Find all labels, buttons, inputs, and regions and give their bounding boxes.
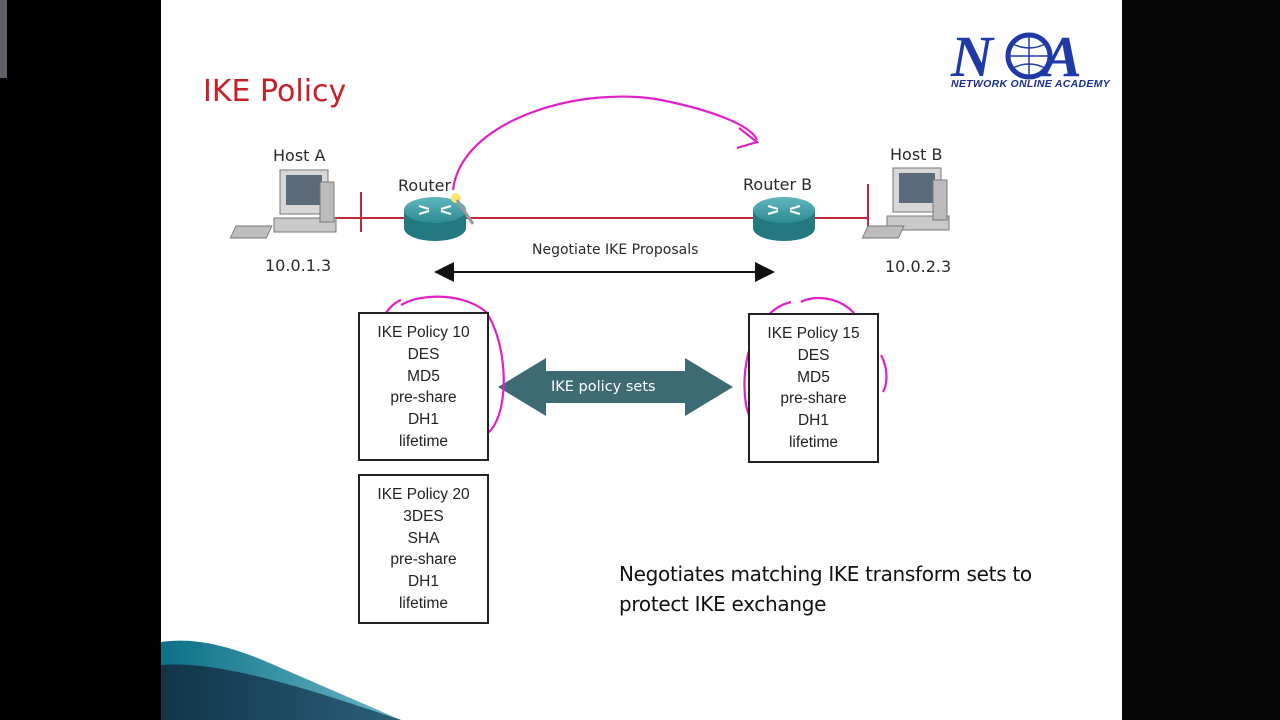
network-diagram xyxy=(229,95,950,451)
policy-line: DH1 xyxy=(407,573,439,591)
policy-name: IKE Policy 10 xyxy=(377,324,470,341)
network-links xyxy=(323,184,869,232)
slide-background-swoosh xyxy=(161,640,401,720)
policy-line: DH1 xyxy=(407,411,439,429)
policy-line: MD5 xyxy=(407,367,440,385)
window-scrollbar[interactable] xyxy=(0,0,7,78)
noa-logo: N A Network Online Academy xyxy=(947,24,1111,102)
router-b-icon xyxy=(753,197,815,241)
note-line-2: protect IKE exchange xyxy=(619,592,827,616)
ike-policy-sets-label: IKE policy sets xyxy=(551,379,656,395)
host-b-ip: 10.0.2.3 xyxy=(885,257,952,276)
policy-line: pre-share xyxy=(780,390,847,408)
logo-caption: Network Online Academy xyxy=(951,78,1111,90)
slide: IKE Policy N A Network Online Academy xyxy=(161,0,1122,720)
host-b-workstation-icon xyxy=(861,167,950,239)
router-a-icon xyxy=(404,197,466,241)
right-black-margin xyxy=(1122,0,1280,720)
svg-text:N: N xyxy=(950,24,995,84)
policy-box-15: IKE Policy 15 DES MD5 pre-share DH1 life… xyxy=(748,313,879,463)
policy-line: lifetime xyxy=(788,433,839,451)
host-a-ip: 10.0.1.3 xyxy=(265,256,332,275)
policy-line: lifetime xyxy=(398,594,449,612)
policy-box-20: IKE Policy 20 3DES SHA pre-share DH1 lif… xyxy=(358,474,489,624)
router-a-label: Router A xyxy=(398,176,456,195)
policy-line: DH1 xyxy=(797,412,829,430)
policy-name: IKE Policy 15 xyxy=(767,325,860,342)
summary-note: Negotiates matching IKE transform sets t… xyxy=(619,559,1032,619)
ike-policy-sets-arrow xyxy=(498,358,733,416)
policy-line: 3DES xyxy=(403,507,444,525)
note-line-1: Negotiates matching IKE transform sets t… xyxy=(619,562,1032,586)
policy-line: DES xyxy=(407,345,440,363)
noa-logo-mark: N A xyxy=(950,24,1082,89)
host-a-label: Host A xyxy=(273,146,326,165)
policy-name: IKE Policy 20 xyxy=(377,486,470,503)
host-b-label: Host B xyxy=(890,145,943,164)
pen-cursor-icon xyxy=(455,199,475,225)
slide-title: IKE Policy xyxy=(203,74,347,109)
policy-line: SHA xyxy=(407,529,440,547)
policy-line: MD5 xyxy=(797,368,830,386)
policy-box-10: IKE Policy 10 DES MD5 pre-share DH1 life… xyxy=(358,312,489,461)
negotiate-label: Negotiate IKE Proposals xyxy=(532,242,699,258)
policy-line: pre-share xyxy=(390,551,457,569)
host-a-workstation-icon xyxy=(229,169,337,239)
policy-line: DES xyxy=(797,346,830,364)
policy-line: pre-share xyxy=(390,389,457,407)
svg-text:A: A xyxy=(1040,24,1082,84)
router-b-label: Router B xyxy=(743,175,813,194)
policy-line: lifetime xyxy=(398,432,449,450)
